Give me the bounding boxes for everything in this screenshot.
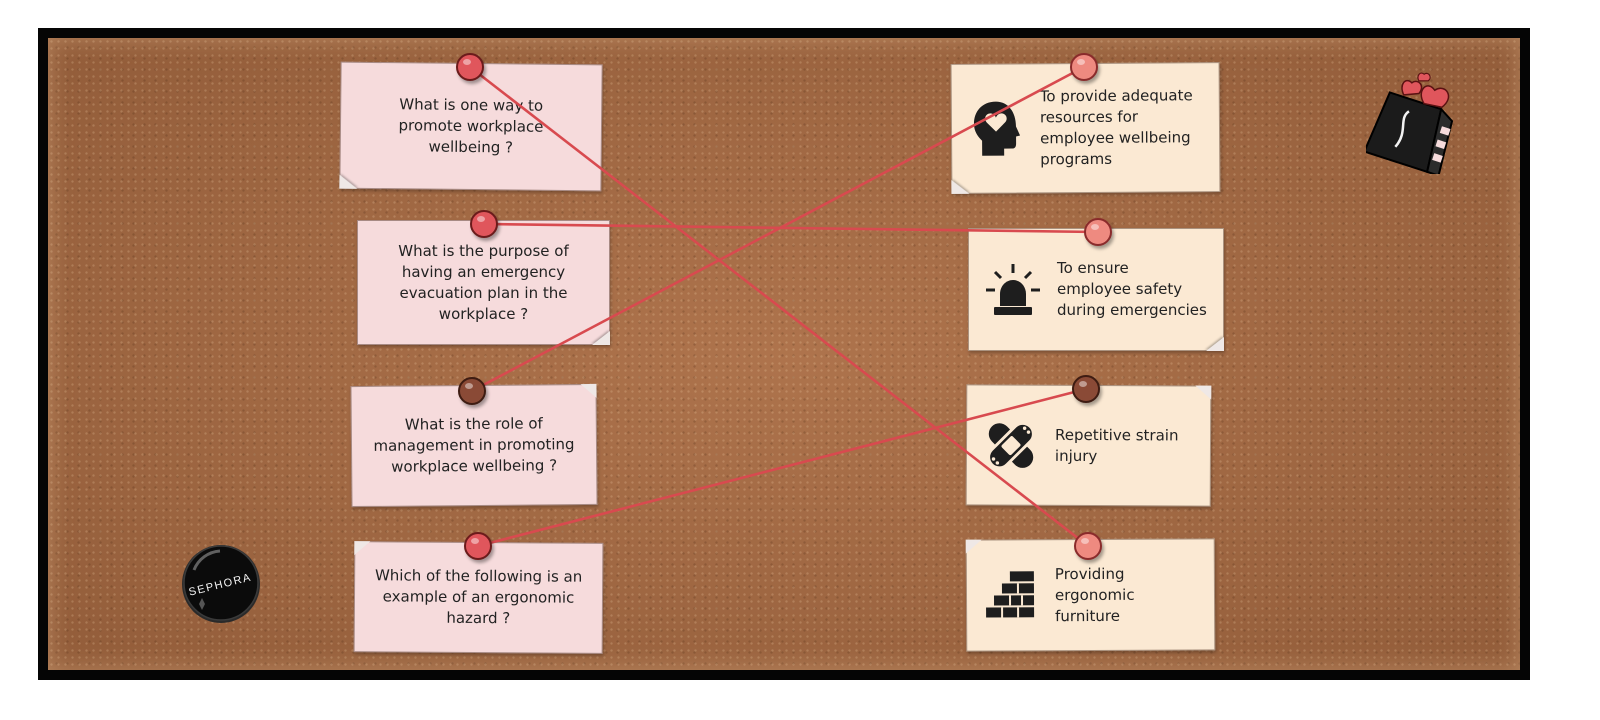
pin-question-4[interactable]	[464, 532, 492, 560]
pin-question-2[interactable]	[470, 210, 498, 238]
siren-icon	[983, 260, 1043, 320]
answer-text: To provide adequate resources for employ…	[1039, 86, 1193, 169]
page-curl	[1195, 385, 1212, 400]
question-text: What is the role of management in promot…	[373, 414, 575, 476]
answer-card-1[interactable]: To provide adequate resources for employ…	[950, 62, 1221, 194]
page-curl	[951, 179, 970, 194]
sephora-badge: SEPHORA	[182, 545, 260, 623]
page-curl	[965, 539, 982, 554]
bandage-icon	[981, 415, 1041, 475]
page-curl	[354, 541, 371, 556]
page-curl	[580, 383, 597, 399]
answer-text: Repetitive strain injury	[1054, 425, 1179, 465]
page-curl	[339, 174, 358, 189]
answer-card-4[interactable]: Providing ergonomic furniture	[965, 538, 1216, 652]
pin-question-1[interactable]	[456, 53, 484, 81]
pin-answer-1[interactable]	[1070, 53, 1098, 81]
answer-text: To ensure employee safety during emergen…	[1057, 259, 1207, 319]
page-curl	[592, 331, 610, 345]
answer-card-2[interactable]: To ensure employee safety during emergen…	[968, 228, 1224, 351]
head-heart-icon	[966, 98, 1026, 158]
pin-answer-3[interactable]	[1072, 375, 1100, 403]
question-text: What is one way to promote workplace wel…	[398, 95, 544, 157]
stairs-icon	[981, 565, 1041, 625]
pin-question-3[interactable]	[458, 377, 486, 405]
pin-answer-2[interactable]	[1084, 218, 1112, 246]
gift-bag-hearts-icon	[1366, 72, 1454, 174]
question-text: Which of the following is an example of …	[374, 566, 583, 628]
question-text: What is the purpose of having an emergen…	[398, 241, 569, 323]
question-card-2[interactable]: What is the purpose of having an emergen…	[357, 220, 610, 345]
page-curl	[1206, 337, 1224, 351]
answer-text: Providing ergonomic furniture	[1054, 564, 1135, 625]
question-card-1[interactable]: What is one way to promote workplace wel…	[339, 61, 603, 192]
pin-answer-4[interactable]	[1074, 532, 1102, 560]
